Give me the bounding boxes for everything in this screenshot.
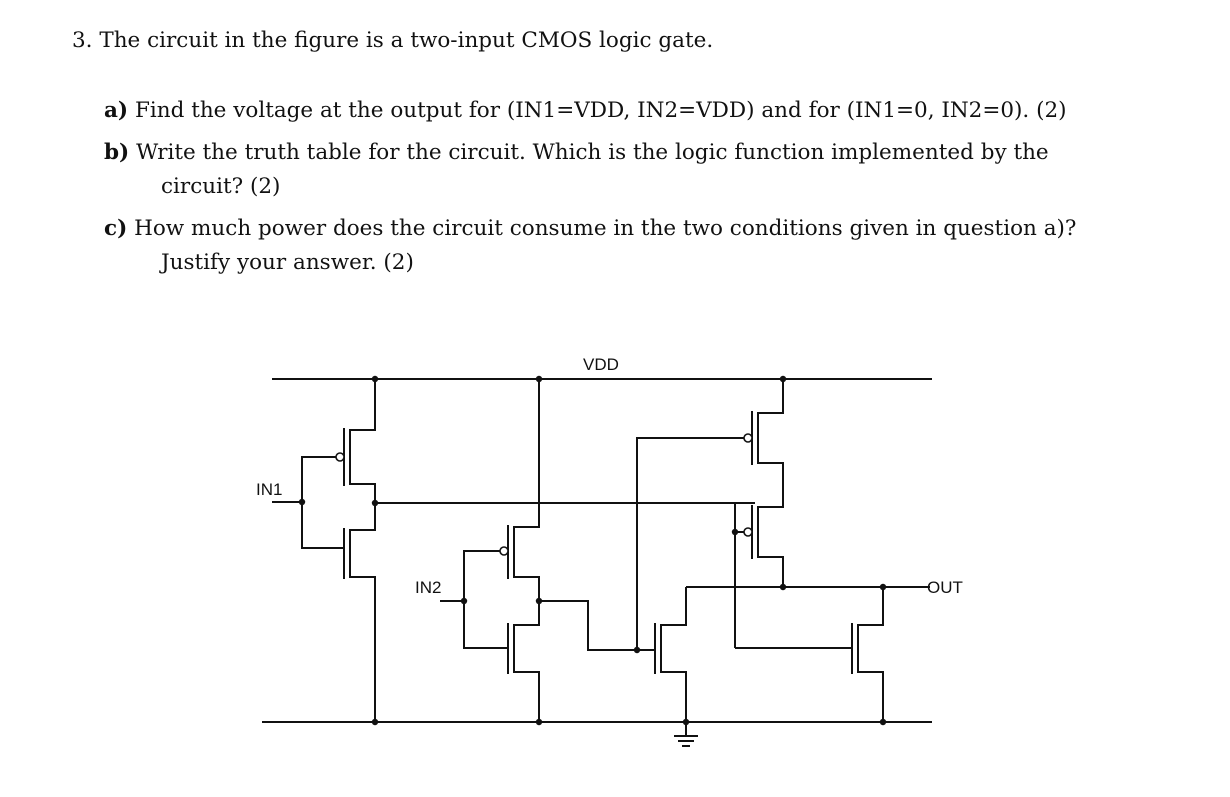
part-b-label: b)	[104, 140, 130, 165]
part-a: a) Find the voltage at the output for (I…	[104, 94, 1067, 128]
in1-label: IN1	[256, 480, 282, 499]
part-c-continuation: Justify your answer. (2)	[161, 250, 414, 275]
part-c-label: c)	[104, 216, 128, 241]
part-a-label: a)	[104, 98, 129, 123]
out-label: OUT	[927, 578, 963, 597]
question-number: 3.	[72, 28, 93, 53]
in2-label: IN2	[415, 578, 441, 597]
vdd-label: VDD	[583, 355, 619, 374]
question-intro: 3. The circuit in the figure is a two-in…	[72, 28, 713, 53]
inverter-2	[440, 379, 637, 722]
question-text: The circuit in the figure is a two-input…	[99, 28, 714, 53]
inverter-1	[272, 379, 755, 722]
part-c-text: How much power does the circuit consume …	[134, 216, 1077, 241]
node-b-wire	[539, 600, 637, 651]
nand-stage	[636, 379, 930, 722]
junction-dots	[298, 375, 887, 726]
part-b-text: Write the truth table for the circuit. W…	[136, 140, 1049, 165]
part-b-continuation: circuit? (2)	[161, 174, 281, 199]
part-c: c) How much power does the circuit consu…	[104, 212, 1076, 280]
ground-icon	[674, 722, 698, 747]
part-b: b) Write the truth table for the circuit…	[104, 136, 1049, 204]
part-a-text: Find the voltage at the output for (IN1=…	[134, 98, 1067, 123]
